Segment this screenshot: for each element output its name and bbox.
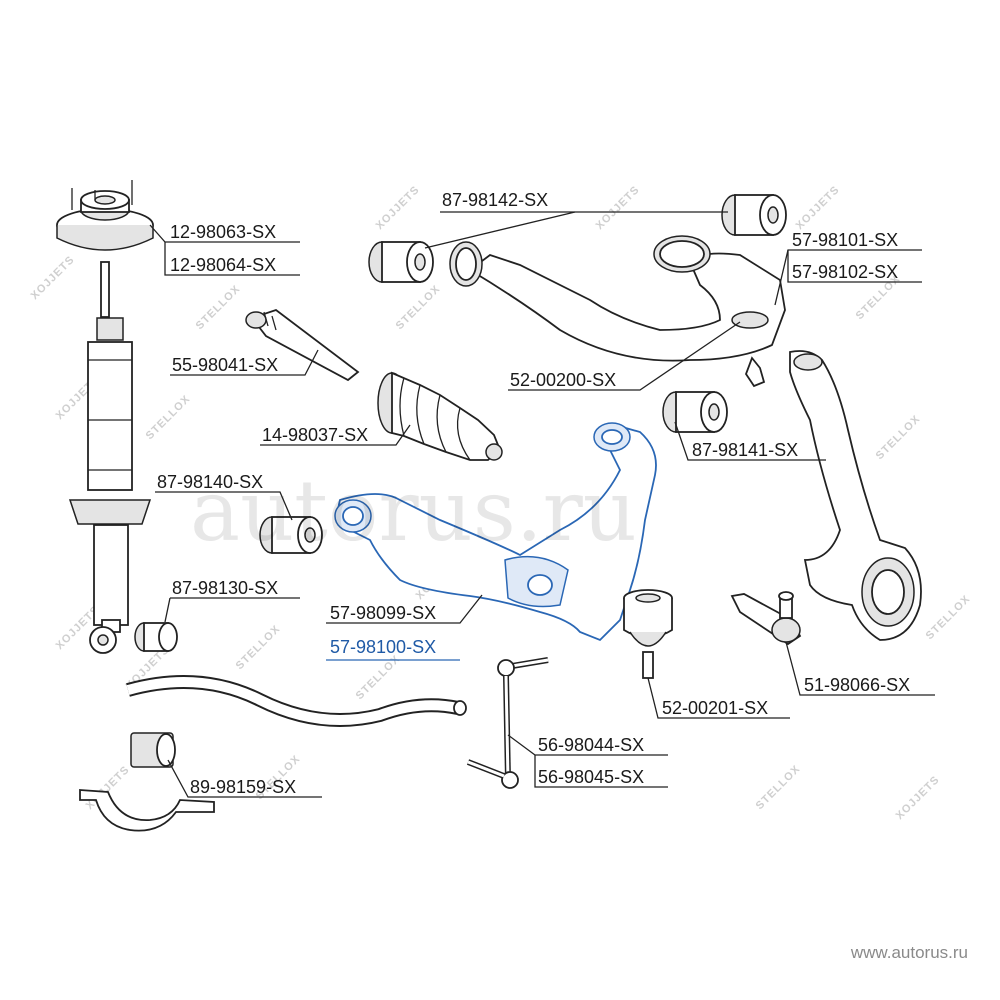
site-watermark: autorus.ru — [190, 462, 637, 560]
bushing-87-98142-right — [721, 194, 787, 236]
label-89-98159: 89-98159-SX — [190, 777, 296, 797]
bushing-87-98140 — [259, 516, 323, 554]
steering-knuckle — [789, 350, 922, 641]
svg-text:XOJJETS: XOJJETS — [794, 184, 842, 232]
inner-tie-rod — [245, 308, 360, 382]
svg-text:XOJJETS: XOJJETS — [29, 254, 77, 302]
svg-text:XOJJETS: XOJJETS — [594, 184, 642, 232]
label-51-98066: 51-98066-SX — [804, 675, 910, 695]
svg-text:STELLOX: STELLOX — [754, 763, 803, 812]
label-14-98037: 14-98037-SX — [262, 425, 368, 445]
svg-text:XOJJETS: XOJJETS — [374, 184, 422, 232]
label-56-98044: 56-98044-SX — [538, 735, 644, 755]
bushing-87-98142-left — [368, 241, 434, 283]
svg-text:STELLOX: STELLOX — [924, 593, 973, 642]
svg-text:STELLOX: STELLOX — [144, 393, 193, 442]
label-55-98041: 55-98041-SX — [172, 355, 278, 375]
lower-control-arm — [334, 422, 657, 642]
callouts: 12-98063-SX 12-98064-SX 55-98041-SX 14-9… — [149, 190, 935, 798]
lower-ball-joint — [623, 589, 673, 679]
stabilizer-bar — [126, 675, 467, 727]
label-12-98063: 12-98063-SX — [170, 222, 276, 242]
bushing-87-98130 — [134, 622, 178, 652]
label-56-98045: 56-98045-SX — [538, 767, 644, 787]
stabilizer-link — [466, 657, 549, 789]
steering-boot — [377, 371, 503, 461]
label-87-98130: 87-98130-SX — [172, 578, 278, 598]
label-52-00201: 52-00201-SX — [662, 698, 768, 718]
label-57-98099: 57-98099-SX — [330, 603, 436, 623]
label-87-98142: 87-98142-SX — [442, 190, 548, 210]
label-52-00200: 52-00200-SX — [510, 370, 616, 390]
svg-text:STELLOX: STELLOX — [394, 283, 443, 332]
footer-url: www.autorus.ru — [850, 943, 968, 962]
svg-text:XOJJETS: XOJJETS — [894, 774, 942, 822]
svg-text:STELLOX: STELLOX — [234, 623, 283, 672]
label-57-98100: 57-98100-SX — [330, 637, 436, 657]
label-12-98064: 12-98064-SX — [170, 255, 276, 275]
strut-mount — [56, 180, 154, 251]
bushing-87-98141 — [662, 391, 728, 433]
label-87-98140: 87-98140-SX — [157, 472, 263, 492]
tie-rod-end — [730, 591, 802, 646]
label-57-98101: 57-98101-SX — [792, 230, 898, 250]
upper-control-arm — [449, 235, 786, 388]
shock-absorber — [68, 261, 152, 654]
svg-text:STELLOX: STELLOX — [874, 413, 923, 462]
svg-text:STELLOX: STELLOX — [194, 283, 243, 332]
label-57-98102: 57-98102-SX — [792, 262, 898, 282]
label-87-98141: 87-98141-SX — [692, 440, 798, 460]
stabilizer-bushing — [79, 732, 215, 832]
